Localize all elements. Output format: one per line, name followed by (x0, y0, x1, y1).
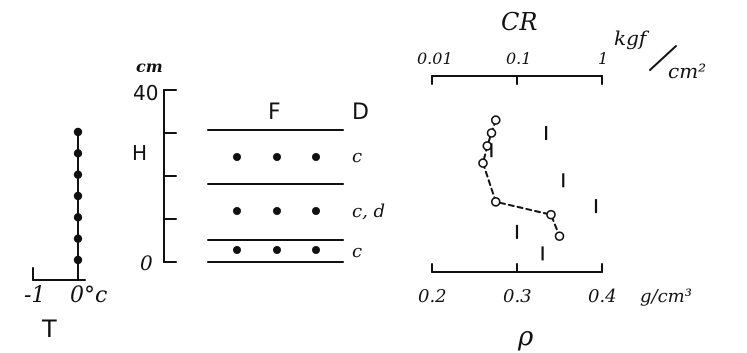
temperature-point (73, 234, 83, 243)
depth-tick-top: 40 (133, 81, 158, 105)
cr-unit-numerator: kgf (614, 26, 650, 50)
grain-dot (312, 207, 320, 215)
temperature-point (73, 191, 83, 201)
layer-d-label: c, d (352, 201, 385, 222)
temperature-tick-left: -1 (24, 283, 45, 308)
temperature-panel: -1 0°c T (24, 127, 107, 343)
density-tick-label: 0.3 (503, 286, 532, 307)
layers-header-d: D (352, 100, 369, 125)
cr-tick-label: 0.1 (506, 49, 531, 68)
density-point (482, 141, 493, 151)
layers-panel: F D c c, d c (207, 100, 385, 263)
layer-d-label: c (352, 146, 362, 167)
cr-tick-label: 0.01 (417, 49, 453, 68)
cr-tick-label: 1 (598, 49, 608, 68)
cr-unit-slash (649, 45, 677, 71)
density-point (554, 231, 565, 241)
cr-marks (490, 126, 598, 261)
grain-dot (233, 246, 241, 254)
layer-row: c (233, 241, 362, 262)
temperature-tick-right: 0°c (70, 283, 107, 308)
temperature-point (73, 170, 83, 179)
grain-dot (233, 207, 241, 215)
temperature-point (73, 255, 83, 265)
grain-dot (273, 153, 281, 161)
cr-unit-denominator: cm² (668, 59, 706, 83)
grain-dot (312, 153, 320, 161)
density-point (486, 128, 497, 138)
grain-dot (273, 207, 281, 215)
temperature-point (73, 127, 83, 137)
density-tick-label: 0.2 (418, 286, 447, 307)
layers-header-f: F (268, 100, 281, 125)
density-axis-label: ρ (517, 322, 534, 352)
depth-tick-bottom: 0 (140, 251, 153, 275)
depth-unit: cm (136, 57, 163, 76)
density-unit: g/cm³ (640, 286, 692, 307)
density-panel: CR kgf cm² 0.01 0.1 1 0.2 0.3 0.4 g/cm³ … (417, 8, 706, 352)
layer-d-label: c (352, 241, 362, 262)
density-point (546, 209, 556, 220)
layer-row: c (233, 146, 362, 167)
density-point (490, 115, 501, 125)
temperature-axis-label: T (41, 315, 57, 343)
temperature-points (73, 127, 83, 265)
density-tick-label: 0.4 (588, 286, 617, 307)
grain-dot (312, 246, 320, 254)
cr-axis-title: CR (501, 8, 537, 36)
density-point (490, 197, 501, 207)
grain-dot (233, 153, 241, 161)
depth-axis-label: H (132, 141, 147, 165)
density-profile-line (481, 119, 561, 238)
depth-axis: cm 40 H 0 (132, 57, 177, 275)
density-point (478, 158, 488, 168)
layer-row: c, d (233, 201, 385, 222)
density-points (478, 115, 565, 241)
temperature-point (73, 149, 83, 158)
temperature-point (73, 213, 83, 222)
grain-dot (273, 246, 281, 254)
